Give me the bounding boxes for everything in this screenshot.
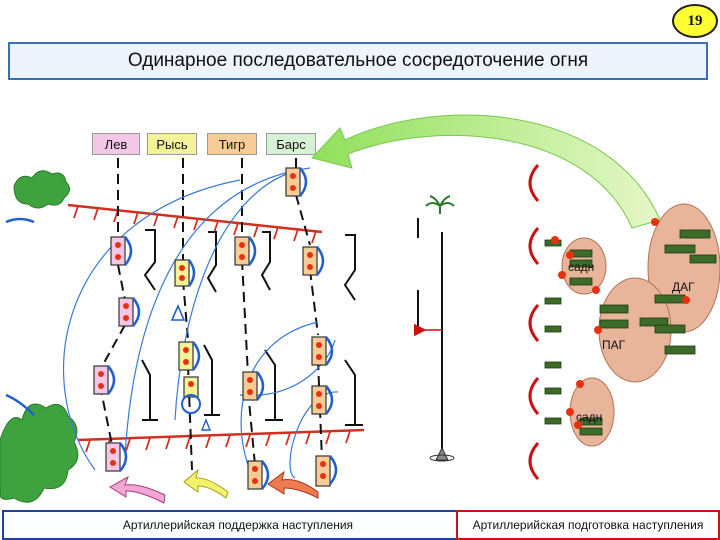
units: [93, 167, 331, 490]
unit-lev-1: [110, 236, 126, 266]
friendly-arcs: [5, 167, 338, 490]
forest-top-left-icon: [13, 170, 70, 209]
unit-tag-bars: Барс: [266, 133, 316, 155]
label-dag: ДАГ: [672, 280, 695, 294]
slide-title: Одинарное последовательное сосредоточени…: [8, 42, 708, 80]
boundary-lines: [99, 158, 323, 471]
footer-artillery-support: Артиллерийская поддержка наступления: [2, 510, 474, 540]
unit-tag-tigr-label: Тигр: [218, 136, 246, 152]
unit-tigr-1: [234, 236, 250, 266]
separation-brackets: [141, 218, 419, 426]
label-sadn-bottom: садн: [576, 410, 603, 424]
unit-tag-bars-label: Барс: [276, 136, 306, 152]
fire-trajectories: [62, 167, 339, 479]
unit-bars-5: [315, 455, 331, 487]
unit-tigr-2: [242, 371, 258, 401]
unit-tag-tigr: Тигр: [207, 133, 257, 155]
center-axis: [413, 232, 443, 450]
page-number-badge: 19: [672, 4, 718, 38]
label-pag: ПАГ: [602, 338, 626, 352]
unit-bars-2: [302, 246, 318, 276]
unit-tag-rys-label: Рысь: [156, 136, 188, 152]
fire-marks: [98, 173, 326, 484]
enemy-fire-hits: [551, 218, 690, 429]
unit-bars-3: [311, 336, 327, 366]
unit-rys-1: [174, 259, 190, 287]
unit-lev-2: [118, 297, 134, 327]
unit-rys-2: [178, 341, 194, 371]
label-sadn-top: садн: [568, 260, 595, 274]
move-arrow-yellow-icon: [183, 468, 229, 499]
footer-artillery-preparation-text: Артиллерийская подготовка наступления: [472, 518, 704, 532]
unit-tag-rys: Рысь: [147, 133, 197, 155]
slide-title-text: Одинарное последовательное сосредоточени…: [127, 50, 589, 71]
move-arrow-orange-icon: [267, 470, 319, 499]
curved-arrow-icon: [311, 114, 661, 229]
unit-lev-4: [105, 442, 121, 472]
unit-tag-lev-label: Лев: [104, 136, 128, 152]
enemy-arcs: [528, 164, 540, 480]
unit-lev-3: [93, 365, 109, 395]
footer-artillery-support-text: Артиллерийская поддержка наступления: [122, 518, 354, 532]
palm-tree-icon: [425, 195, 455, 214]
unit-tag-lev: Лев: [92, 133, 140, 155]
friendly-line-top: [67, 203, 323, 244]
move-arrow-pink-icon: [109, 475, 166, 504]
unit-bars-4: [311, 385, 327, 415]
footer-artillery-preparation: Артиллерийская подготовка наступления: [456, 510, 720, 540]
unit-bars-1: [285, 167, 301, 197]
unit-tigr-3: [247, 460, 263, 490]
observation-post-icon: [435, 446, 449, 461]
forest-bottom-left-icon: [0, 403, 79, 503]
enemy-vehicles: [544, 229, 717, 436]
